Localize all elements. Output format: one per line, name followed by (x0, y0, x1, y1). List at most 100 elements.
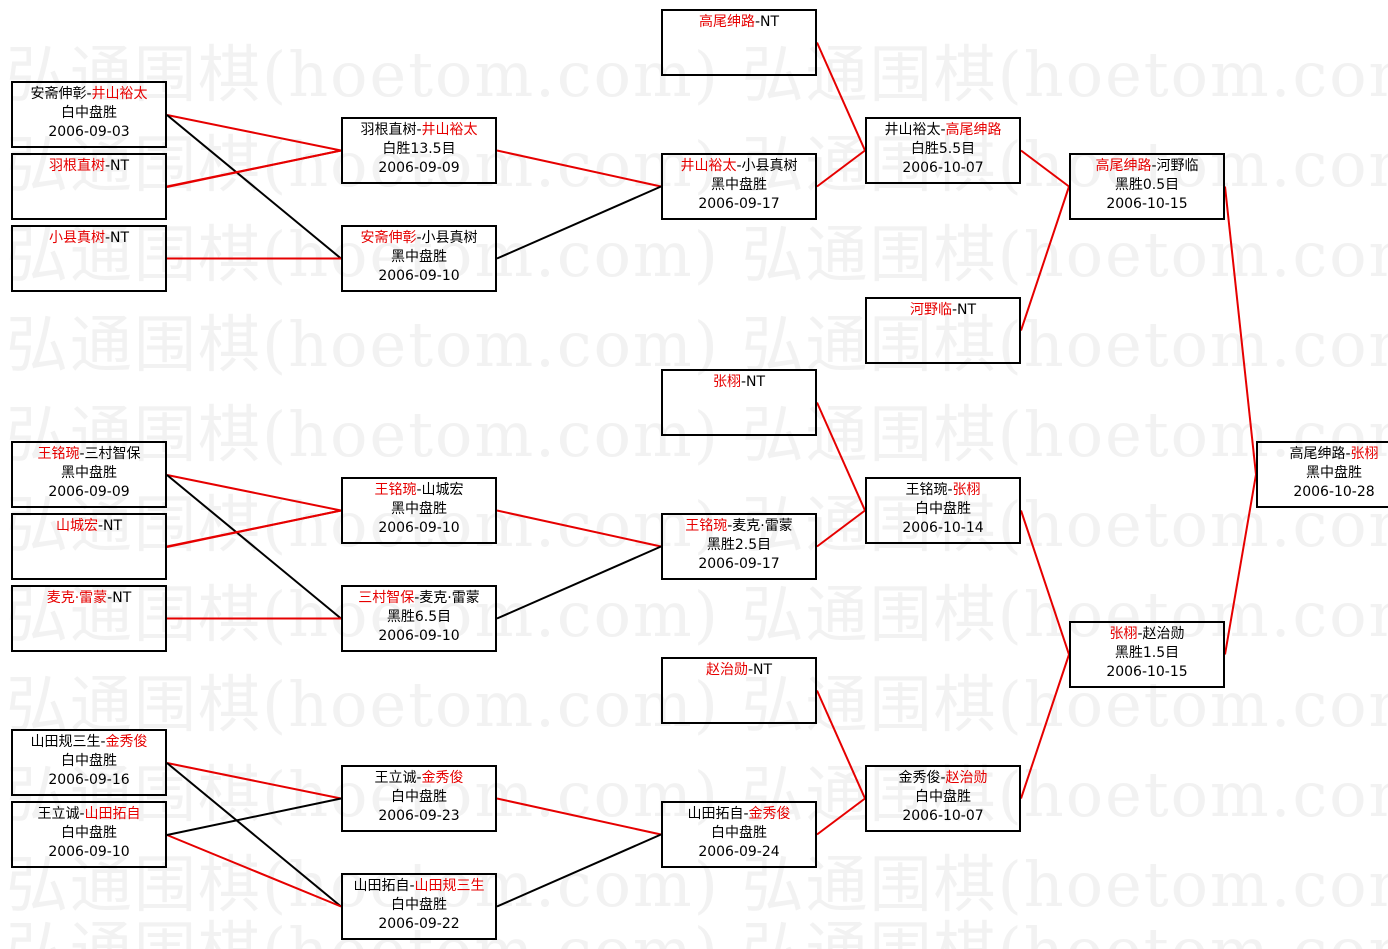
separator: - (727, 518, 733, 534)
separator: - (743, 806, 749, 822)
match-box: 小县真树-NT (11, 225, 167, 292)
win-connector (1020, 654, 1070, 799)
win-connector (816, 797, 866, 836)
player-b: 金秀俊 (748, 806, 791, 822)
match-result: 白胜13.5目 (382, 141, 456, 157)
match-date: 2006-09-22 (378, 916, 460, 932)
match-players: 井山裕太-高尾绅路 (867, 121, 1019, 140)
player-a: 井山裕太 (884, 122, 941, 138)
loss-connector (166, 114, 342, 260)
match-players: 羽根直树-NT (13, 157, 165, 176)
match-date: 2006-09-10 (48, 844, 130, 860)
match-players: 高尾绅路-NT (663, 13, 815, 32)
match-players: 三村智保-麦克·雷蒙 (343, 589, 495, 608)
separator: - (947, 482, 953, 498)
match-date: 2006-10-07 (902, 808, 984, 824)
separator: - (416, 482, 422, 498)
player-a: 山田规三生 (30, 734, 101, 750)
win-connector (166, 114, 342, 152)
player-b: 张栩 (1350, 446, 1379, 462)
separator: - (747, 662, 754, 678)
separator: - (1137, 626, 1143, 642)
match-result: 黑胜6.5目 (386, 609, 452, 625)
win-connector (816, 509, 866, 548)
match-players: 王立诚-山田拓自 (13, 805, 165, 824)
player-b: NT (110, 158, 130, 174)
loss-connector (496, 545, 662, 620)
player-b: 小县真树 (741, 158, 798, 174)
match-box: 麦克·雷蒙-NT (11, 585, 167, 652)
player-a: 河野临 (909, 302, 952, 318)
match-date: 2006-09-24 (698, 844, 780, 860)
player-b: 金秀俊 (421, 770, 464, 786)
match-players: 河野临-NT (867, 301, 1019, 320)
separator: - (740, 374, 747, 390)
player-b: NT (957, 302, 977, 318)
win-connector (1020, 186, 1070, 331)
match-players: 张栩-赵治勋 (1071, 625, 1223, 644)
player-b: 井山裕太 (91, 86, 148, 102)
player-b: 井山裕太 (421, 122, 478, 138)
player-a: 井山裕太 (680, 158, 737, 174)
match-players: 赵治勋-NT (663, 661, 815, 680)
match-result: 白中盘胜 (915, 501, 971, 517)
player-a: 金秀俊 (898, 770, 941, 786)
match-box: 河野临-NT (865, 297, 1021, 364)
player-b: 山城宏 (421, 482, 464, 498)
win-connector (1020, 149, 1070, 188)
match-result: 白胜5.5目 (910, 141, 976, 157)
separator: - (736, 158, 742, 174)
player-a: 麦克·雷蒙 (46, 590, 108, 606)
player-b: 山田规三生 (414, 878, 485, 894)
match-players: 王铭琬-麦克·雷蒙 (663, 517, 815, 536)
win-connector (1224, 474, 1257, 655)
match-players: 金秀俊-赵治勋 (867, 769, 1019, 788)
player-b: NT (753, 662, 773, 678)
match-players: 王铭琬-山城宏 (343, 481, 495, 500)
player-a: 张栩 (712, 374, 741, 390)
separator: - (97, 518, 104, 534)
match-date: 2006-10-07 (902, 160, 984, 176)
player-a: 羽根直树 (48, 158, 105, 174)
player-b: NT (110, 230, 130, 246)
match-box: 井山裕太-高尾绅路白胜5.5目 2006-10-07 (865, 117, 1021, 184)
separator: - (416, 770, 422, 786)
match-box: 王铭琬-麦克·雷蒙黑胜2.5目 2006-09-17 (661, 513, 817, 580)
player-b: NT (746, 374, 766, 390)
separator: - (951, 302, 958, 318)
win-connector (166, 762, 342, 800)
match-date: 2006-09-17 (698, 556, 780, 572)
match-result: 黑中盘胜 (391, 249, 447, 265)
player-b: 三村智保 (84, 446, 141, 462)
match-result: 白中盘胜 (711, 825, 767, 841)
match-result: 黑中盘胜 (391, 501, 447, 517)
match-date: 2006-09-09 (48, 484, 130, 500)
loss-connector (496, 833, 662, 908)
player-a: 王铭琬 (685, 518, 728, 534)
player-b: 张栩 (952, 482, 981, 498)
player-b: 麦克·雷蒙 (419, 590, 480, 606)
match-date: 2006-10-28 (1293, 484, 1375, 500)
match-players: 安斋伸彰-小县真树 (343, 229, 495, 248)
player-a: 安斋伸彰 (360, 230, 417, 246)
player-b: NT (103, 518, 123, 534)
match-result: 白中盘胜 (61, 753, 117, 769)
match-box: 羽根直树-NT (11, 153, 167, 220)
player-b: NT (760, 14, 780, 30)
match-result: 白中盘胜 (61, 105, 117, 121)
separator: - (100, 734, 106, 750)
match-result: 黑胜2.5目 (706, 537, 772, 553)
separator: - (1345, 446, 1351, 462)
loss-connector (496, 185, 662, 260)
player-a: 高尾绅路 (1095, 158, 1152, 174)
match-players: 山城宏-NT (13, 517, 165, 536)
win-connector (166, 834, 342, 908)
